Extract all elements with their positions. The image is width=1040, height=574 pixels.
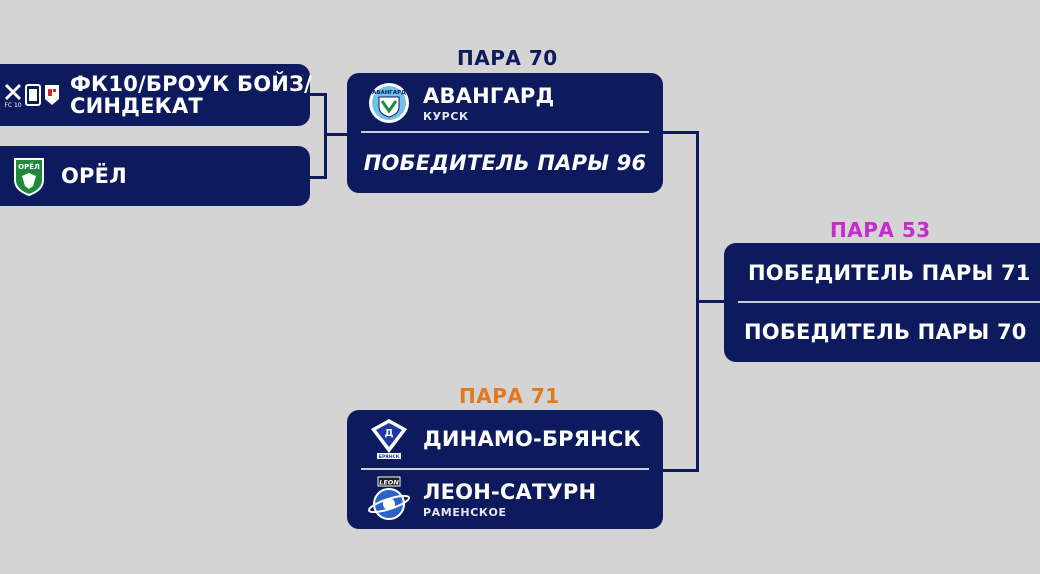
pair-70-label: ПАРА 70 <box>457 46 558 70</box>
pair-70-card[interactable]: АВАНГАРД АВАНГАРД КУРСК ПОБЕДИТЕЛЬ ПАРЫ … <box>347 73 663 193</box>
leon-saturn-logo-icon: LEON <box>367 476 411 523</box>
pair-53-label: ПАРА 53 <box>830 218 931 242</box>
pair-70-team-1-city: КУРСК <box>423 109 469 123</box>
team-logos-group: FC 10 <box>4 80 60 110</box>
pair-70-divider <box>361 131 649 133</box>
broke-boys-logo-icon <box>25 84 41 106</box>
pair-71-card[interactable]: Д БРЯНСК ДИНАМО-БРЯНСК LEON ЛЕОН-САТУРН … <box>347 410 663 529</box>
pair-71-divider <box>361 468 649 470</box>
left-team-1-card[interactable]: FC 10 ФК10/БРОУК БОЙЗ/ СИНДЕКАТ <box>0 64 313 126</box>
connector-left-bottom <box>308 176 327 179</box>
svg-text:LEON: LEON <box>379 478 399 486</box>
svg-text:Д: Д <box>385 428 394 439</box>
pair-53-team-2-name: ПОБЕДИТЕЛЬ ПАРЫ 70 <box>744 320 1027 344</box>
pair-53-divider <box>738 301 1040 303</box>
svg-text:АВАНГАРД: АВАНГАРД <box>372 90 406 96</box>
svg-text:FC 10: FC 10 <box>4 102 21 109</box>
left-team-1-name-line2: СИНДЕКАТ <box>70 94 203 118</box>
left-team-1-name-line1: ФК10/БРОУК БОЙЗ/ <box>70 72 313 96</box>
left-team-2-card[interactable]: ОРЁЛ ОРЁЛ <box>0 146 310 206</box>
connector-pair71-out <box>661 469 699 472</box>
pair-71-team-2-name: ЛЕОН-САТУРН <box>423 480 597 504</box>
connector-left-to-pair70 <box>324 133 350 136</box>
pair-70-team-1-name: АВАНГАРД <box>423 83 555 108</box>
syndicate-logo-icon <box>45 85 59 105</box>
pair-53-team-1-name: ПОБЕДИТЕЛЬ ПАРЫ 71 <box>748 260 1031 285</box>
left-team-2-name: ОРЁЛ <box>61 164 127 188</box>
pair-71-team-2-city: РАМЕНСКОЕ <box>423 506 507 519</box>
svg-text:БРЯНСК: БРЯНСК <box>379 454 400 460</box>
pair-71-label: ПАРА 71 <box>459 384 560 408</box>
orel-logo-icon: ОРЁЛ <box>13 156 45 197</box>
connector-left-vertical <box>324 93 327 179</box>
svg-text:ОРЁЛ: ОРЁЛ <box>18 162 40 171</box>
pair-70-team-2-name: ПОБЕДИТЕЛЬ ПАРЫ 96 <box>363 151 647 175</box>
connector-to-pair53 <box>696 300 726 303</box>
connector-pair70-out <box>661 131 699 134</box>
x-fc10-logo-icon: FC 10 <box>4 83 22 109</box>
dinamo-logo-icon: Д БРЯНСК <box>367 417 411 461</box>
avangard-logo-icon: АВАНГАРД <box>367 81 411 125</box>
pair-71-team-1-name: ДИНАМО-БРЯНСК <box>423 427 641 451</box>
connector-left-top <box>308 93 327 96</box>
pair-53-card[interactable]: ПОБЕДИТЕЛЬ ПАРЫ 71 ПОБЕДИТЕЛЬ ПАРЫ 70 <box>724 243 1040 362</box>
